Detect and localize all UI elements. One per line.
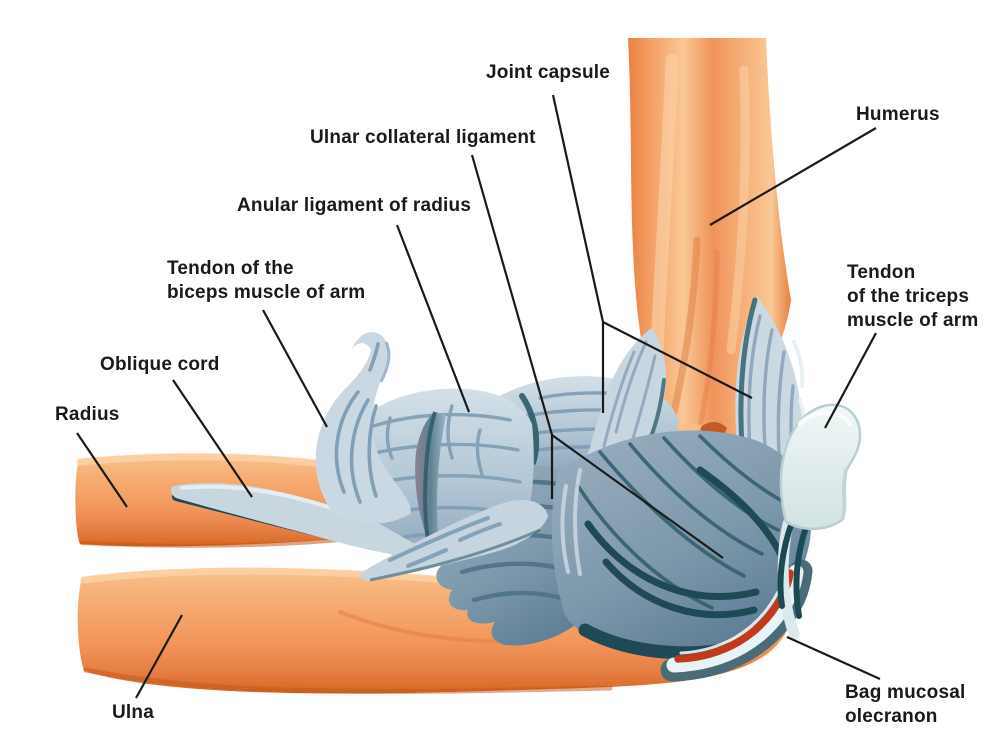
label-bag-mucosal-olecranon: Bag mucosal olecranon xyxy=(845,682,966,727)
label-anular-ligament-of-radius: Anular ligament of radius xyxy=(237,195,472,216)
leader-humerus xyxy=(709,127,877,226)
biceps-tendon-art xyxy=(315,332,411,524)
label-ulna: Ulna xyxy=(112,702,154,723)
label-radius: Radius xyxy=(55,404,120,425)
label-joint-capsule: Joint capsule xyxy=(486,62,611,83)
leader-triceps-tendon xyxy=(824,332,877,429)
leader-oblique-cord xyxy=(172,379,253,498)
oblique-cord-art xyxy=(171,483,548,582)
label-humerus: Humerus xyxy=(856,104,940,125)
triceps-tendon-art xyxy=(777,403,862,640)
leader-joint-capsule xyxy=(551,94,753,413)
leader-biceps-tendon xyxy=(262,309,328,428)
label-tendon-of-triceps: Tendon of the triceps muscle of arm xyxy=(847,262,979,331)
leader-anular-ligament xyxy=(395,224,471,413)
label-ulnar-collateral-ligament: Ulnar collateral ligament xyxy=(310,127,536,148)
label-oblique-cord: Oblique cord xyxy=(100,354,220,375)
label-tendon-of-biceps: Tendon of the biceps muscle of arm xyxy=(167,258,366,303)
leader-bag-mucosal xyxy=(786,635,881,681)
leader-ulna xyxy=(135,614,183,699)
leader-radius xyxy=(76,432,128,508)
leader-ulnar-collateral xyxy=(470,154,724,559)
leader-lines xyxy=(76,94,881,699)
